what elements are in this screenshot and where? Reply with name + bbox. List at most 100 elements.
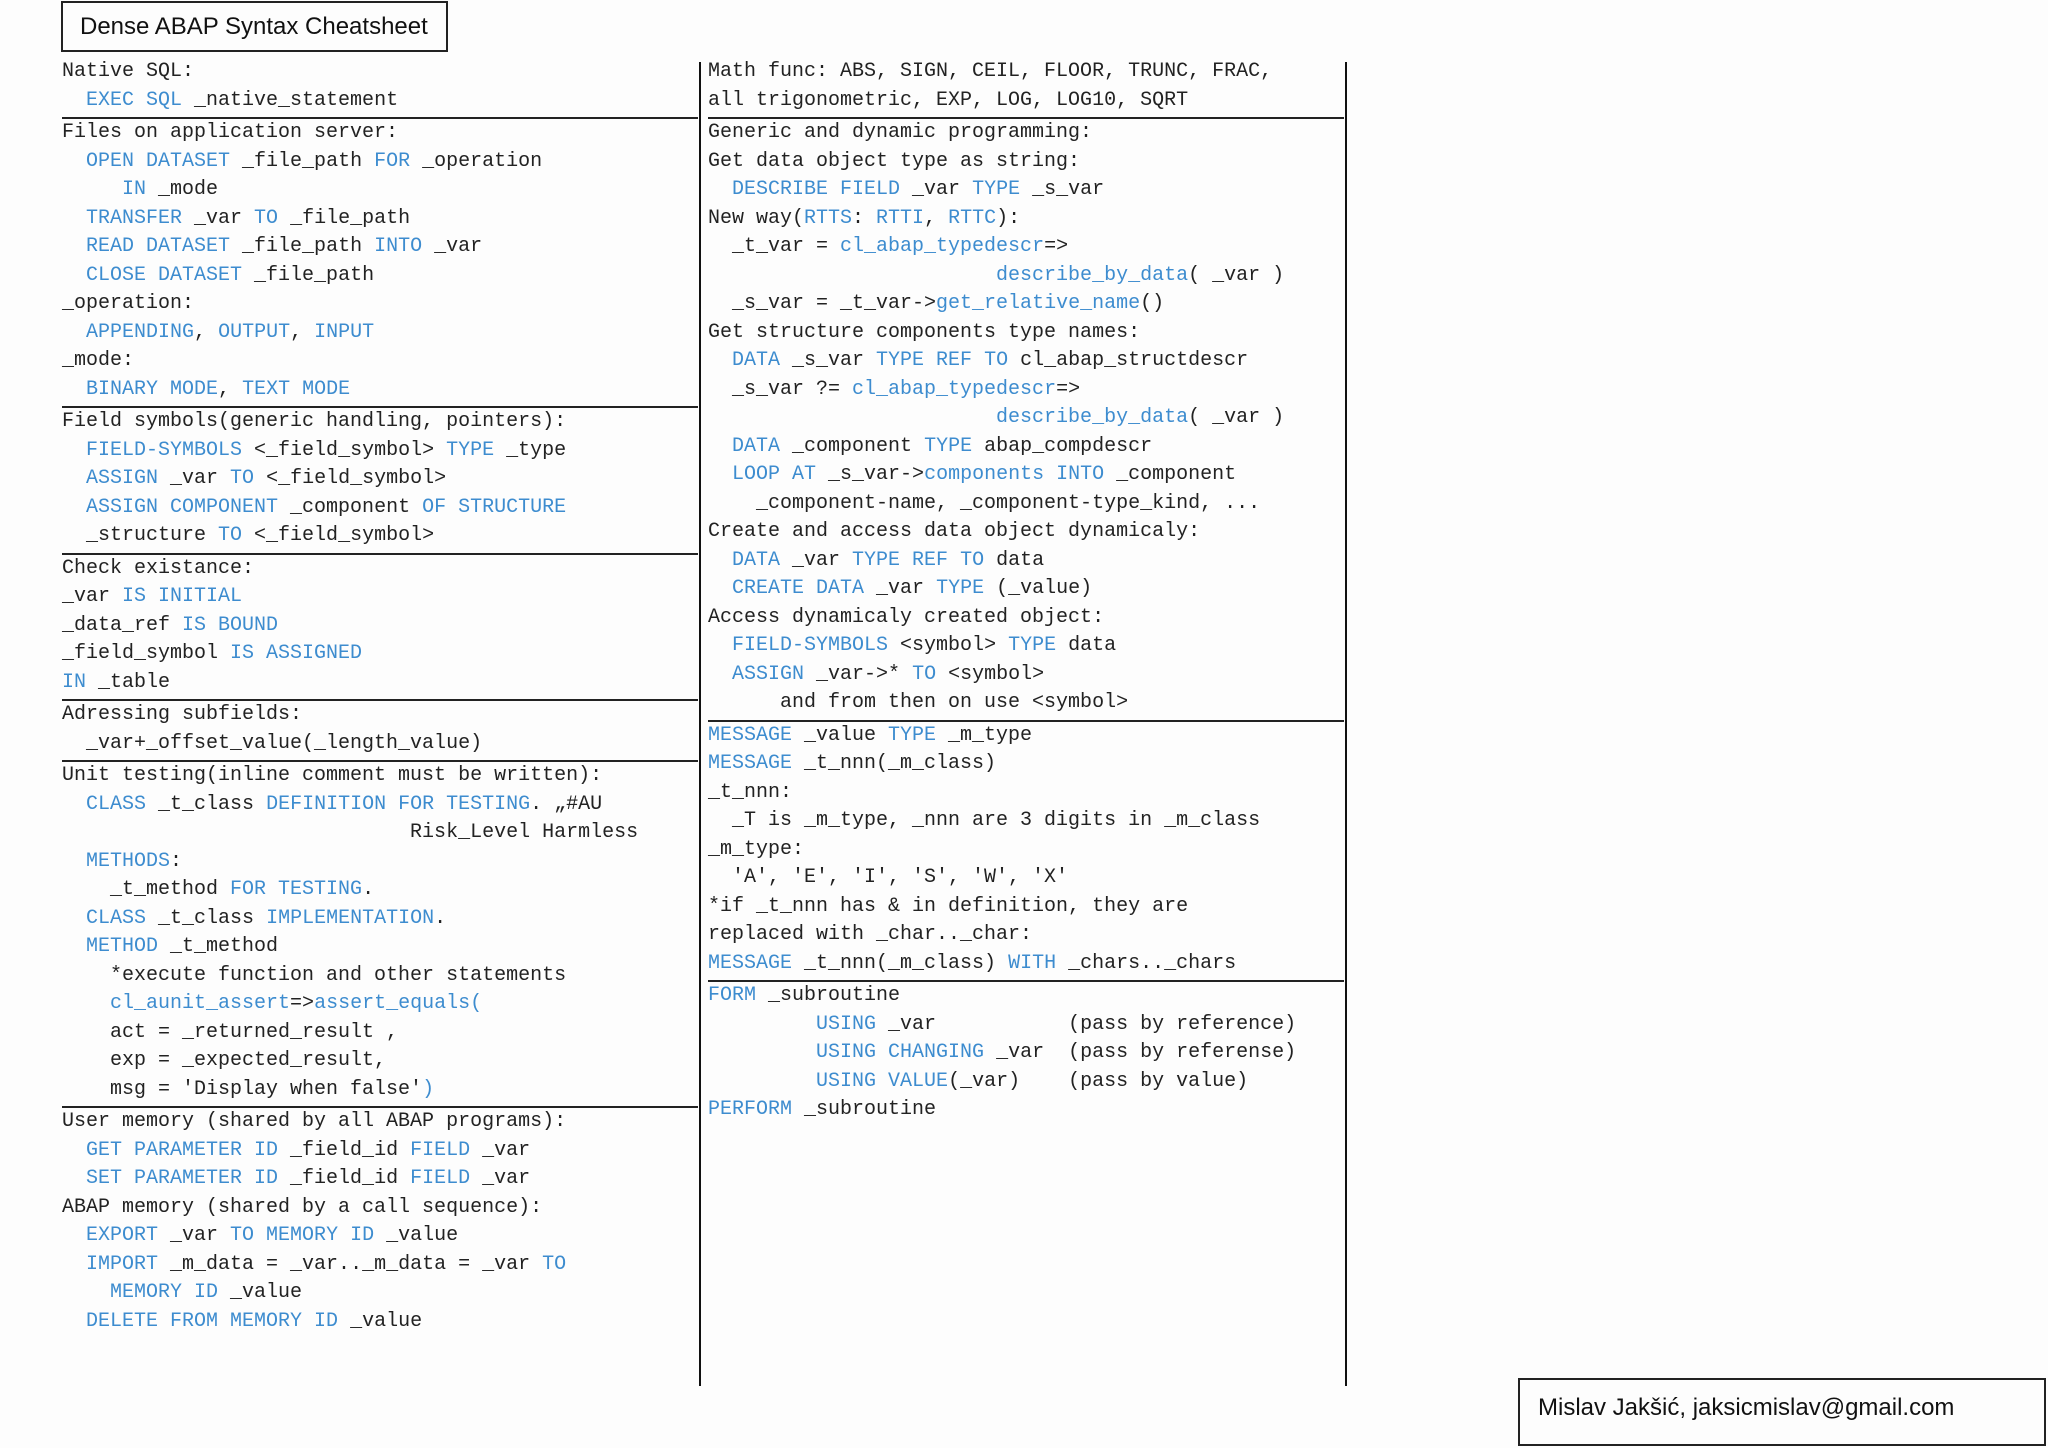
text-token bbox=[62, 1224, 86, 1247]
text-token: => bbox=[1044, 235, 1069, 258]
keyword-token: cl_aunit_assert bbox=[110, 992, 291, 1015]
text-token: . „#AU bbox=[530, 792, 603, 816]
keyword-token: FOR TESTING bbox=[230, 878, 363, 901]
text-token: _subroutine bbox=[756, 984, 901, 1007]
code-line: New way(RTTS: RTTI, RTTC): bbox=[708, 205, 1344, 234]
text-token: _chars.._chars bbox=[1056, 951, 1237, 975]
text-token bbox=[62, 1281, 110, 1304]
text-token: _s_var bbox=[1020, 178, 1105, 201]
code-line: msg = 'Display when false') bbox=[62, 1076, 698, 1105]
text-token: _var (pass by reference) bbox=[876, 1012, 1297, 1036]
section-math-func: Math func: ABS, SIGN, CEIL, FLOOR, TRUNC… bbox=[708, 58, 1344, 119]
keyword-token: cl_abap_typedescr bbox=[852, 377, 1057, 401]
text-token bbox=[62, 467, 86, 490]
code-line: Adressing subfields: bbox=[62, 701, 698, 730]
code-line: Check existance: bbox=[62, 555, 698, 584]
keyword-token: get_relative_name bbox=[936, 292, 1141, 315]
keyword-token: cl_abap_typedescr bbox=[840, 235, 1045, 258]
text-token: *execute function and other statements bbox=[62, 963, 567, 987]
keyword-token: TYPE bbox=[446, 438, 495, 462]
text-token: ABAP memory (shared by a call sequence): bbox=[62, 1195, 543, 1219]
text-token: Create and access data object dynamicaly… bbox=[708, 520, 1201, 543]
code-line: act = _returned_result , bbox=[62, 1019, 698, 1048]
text-token: Risk_Level Harmless bbox=[62, 821, 639, 844]
text-token bbox=[62, 1310, 86, 1333]
code-line: MESSAGE _t_nnn(_m_class) WITH _chars.._c… bbox=[708, 950, 1344, 979]
text-token: _table bbox=[86, 670, 171, 694]
column-divider-right bbox=[1345, 62, 1347, 1386]
code-line: Risk_Level Harmless bbox=[62, 819, 698, 848]
text-token bbox=[708, 349, 732, 372]
section-form: FORM _subroutine USING _var (pass by ref… bbox=[708, 982, 1344, 1127]
keyword-token: CLASS bbox=[86, 906, 147, 930]
keyword-token: TYPE REF TO bbox=[876, 349, 1009, 372]
keyword-token: ) bbox=[422, 1077, 435, 1101]
code-line: METHODS: bbox=[62, 848, 698, 877]
code-line: DESCRIBE FIELD _var TYPE _s_var bbox=[708, 176, 1344, 205]
code-line: FORM _subroutine bbox=[708, 982, 1344, 1011]
keyword-token: OPEN DATASET bbox=[86, 149, 231, 173]
text-token: _operation: bbox=[62, 292, 195, 315]
page-title: Dense ABAP Syntax Cheatsheet bbox=[61, 1, 448, 52]
keyword-token: FORM bbox=[708, 984, 757, 1007]
section-native-sql: Native SQL: EXEC SQL _native_statement bbox=[62, 58, 698, 119]
keyword-token: TYPE bbox=[936, 577, 985, 600]
text-token: _var bbox=[158, 1224, 231, 1247]
keyword-token: MESSAGE bbox=[708, 752, 793, 775]
keyword-token: USING CHANGING bbox=[816, 1041, 985, 1064]
code-line: CLOSE DATASET _file_path bbox=[62, 262, 698, 291]
text-token: 'A', 'E', 'I', 'S', 'W', 'X' bbox=[708, 866, 1069, 889]
text-token: _file_path bbox=[230, 235, 375, 258]
keyword-token: LOOP AT bbox=[732, 463, 817, 486]
text-token: exp = _expected_result, bbox=[62, 1049, 387, 1072]
text-token: _t_class bbox=[146, 792, 267, 816]
keyword-token: INTO bbox=[1056, 463, 1105, 486]
text-token: _subroutine bbox=[792, 1098, 937, 1121]
keyword-token: MEMORY ID bbox=[110, 1281, 219, 1304]
text-token: . bbox=[434, 906, 447, 930]
keyword-token: TRANSFER bbox=[86, 206, 183, 230]
text-token bbox=[62, 935, 86, 958]
text-token bbox=[708, 435, 732, 458]
code-line: EXPORT _var TO MEMORY ID _value bbox=[62, 1222, 698, 1251]
code-line: 'A', 'E', 'I', 'S', 'W', 'X' bbox=[708, 864, 1344, 893]
code-line: Field symbols(generic handling, pointers… bbox=[62, 408, 698, 437]
text-token: Unit testing(inline comment must be writ… bbox=[62, 764, 603, 787]
text-token: , bbox=[194, 320, 219, 344]
text-token: _var bbox=[158, 467, 231, 490]
keyword-token: IN bbox=[122, 178, 147, 201]
code-line: APPENDING, OUTPUT, INPUT bbox=[62, 319, 698, 348]
text-token: Get data object type as string: bbox=[708, 149, 1081, 173]
keyword-token: READ DATASET bbox=[86, 235, 231, 258]
keyword-token: SET PARAMETER ID bbox=[86, 1167, 279, 1190]
keyword-token: WITH bbox=[1008, 951, 1057, 975]
text-token: all trigonometric, EXP, LOG, LOG10, SQRT bbox=[708, 88, 1189, 112]
keyword-token: DATA bbox=[732, 434, 781, 458]
keyword-token: RTTS bbox=[804, 206, 853, 230]
text-token: Native SQL: bbox=[62, 60, 195, 83]
keyword-token: MESSAGE bbox=[708, 951, 793, 975]
code-line: USING CHANGING _var (pass by referense) bbox=[708, 1039, 1344, 1068]
keyword-token: DATA bbox=[732, 349, 781, 372]
text-token bbox=[62, 907, 86, 930]
keyword-token: CLOSE DATASET bbox=[86, 263, 243, 287]
text-token: . bbox=[362, 878, 375, 901]
text-token: abap_compdescr bbox=[972, 434, 1153, 458]
text-token: _data_ref bbox=[62, 613, 183, 637]
keyword-token: assert_equals( bbox=[314, 992, 483, 1015]
text-token bbox=[62, 992, 110, 1015]
text-token: (_var) (pass by value) bbox=[948, 1069, 1249, 1093]
code-line: and from then on use <symbol> bbox=[708, 689, 1344, 718]
section-unit-testing: Unit testing(inline comment must be writ… bbox=[62, 762, 698, 1108]
text-token: (_value) bbox=[984, 577, 1093, 600]
keyword-token: TO bbox=[230, 467, 255, 490]
code-line: *if _t_nnn has & in definition, they are bbox=[708, 893, 1344, 922]
keyword-token: TO bbox=[912, 662, 937, 686]
text-token: _m_data = _var.._m_data = _var bbox=[158, 1252, 543, 1276]
text-token: _value bbox=[338, 1309, 423, 1333]
keyword-token: TYPE bbox=[924, 434, 973, 458]
code-line: Files on application server: bbox=[62, 119, 698, 148]
section-field-symbols: Field symbols(generic handling, pointers… bbox=[62, 408, 698, 555]
text-token: Field symbols(generic handling, pointers… bbox=[62, 410, 567, 433]
code-line: _s_var ?= cl_abap_typedescr=> bbox=[708, 376, 1344, 405]
